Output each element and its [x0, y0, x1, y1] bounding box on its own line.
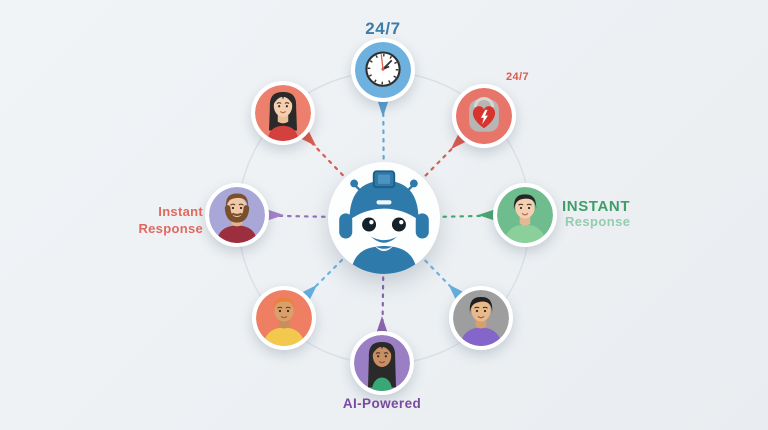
- label-instant-caps-sub: Response: [565, 214, 631, 229]
- woman-avatar: [354, 335, 410, 391]
- node-heart-24-7: [452, 84, 516, 148]
- connector-right: [382, 213, 527, 220]
- connector-bottom-left: [282, 216, 386, 320]
- label-instant-line2: Response: [138, 221, 203, 236]
- node-man-orange: [252, 286, 316, 350]
- label-instant-caps: INSTANT: [562, 198, 631, 215]
- node-man-gray: [449, 286, 513, 350]
- woman-avatar: [255, 85, 311, 141]
- clock-icon: [355, 42, 411, 98]
- node-woman-red: [251, 81, 315, 145]
- young-man-avatar: [497, 187, 553, 243]
- man-avatar: [256, 290, 312, 346]
- node-ai-powered-woman: [350, 331, 414, 395]
- node-top-clock: [351, 38, 415, 102]
- label-instant-line1: Instant: [158, 204, 203, 219]
- heart-defibrillator-icon: [456, 88, 512, 144]
- node-instant-response-left: [205, 183, 269, 247]
- man-avatar: [453, 290, 509, 346]
- label-24-7-right: 24/7: [506, 71, 530, 83]
- label-ai-powered: AI-Powered: [342, 396, 422, 411]
- robot-chatbot-icon: [339, 170, 429, 274]
- label-24-7-top: 24/7: [365, 19, 401, 38]
- connector-bottom-right: [382, 216, 483, 320]
- chatbot-robot: [328, 162, 440, 274]
- bearded-man-avatar: [209, 187, 265, 243]
- node-instant-response-right: [493, 183, 557, 247]
